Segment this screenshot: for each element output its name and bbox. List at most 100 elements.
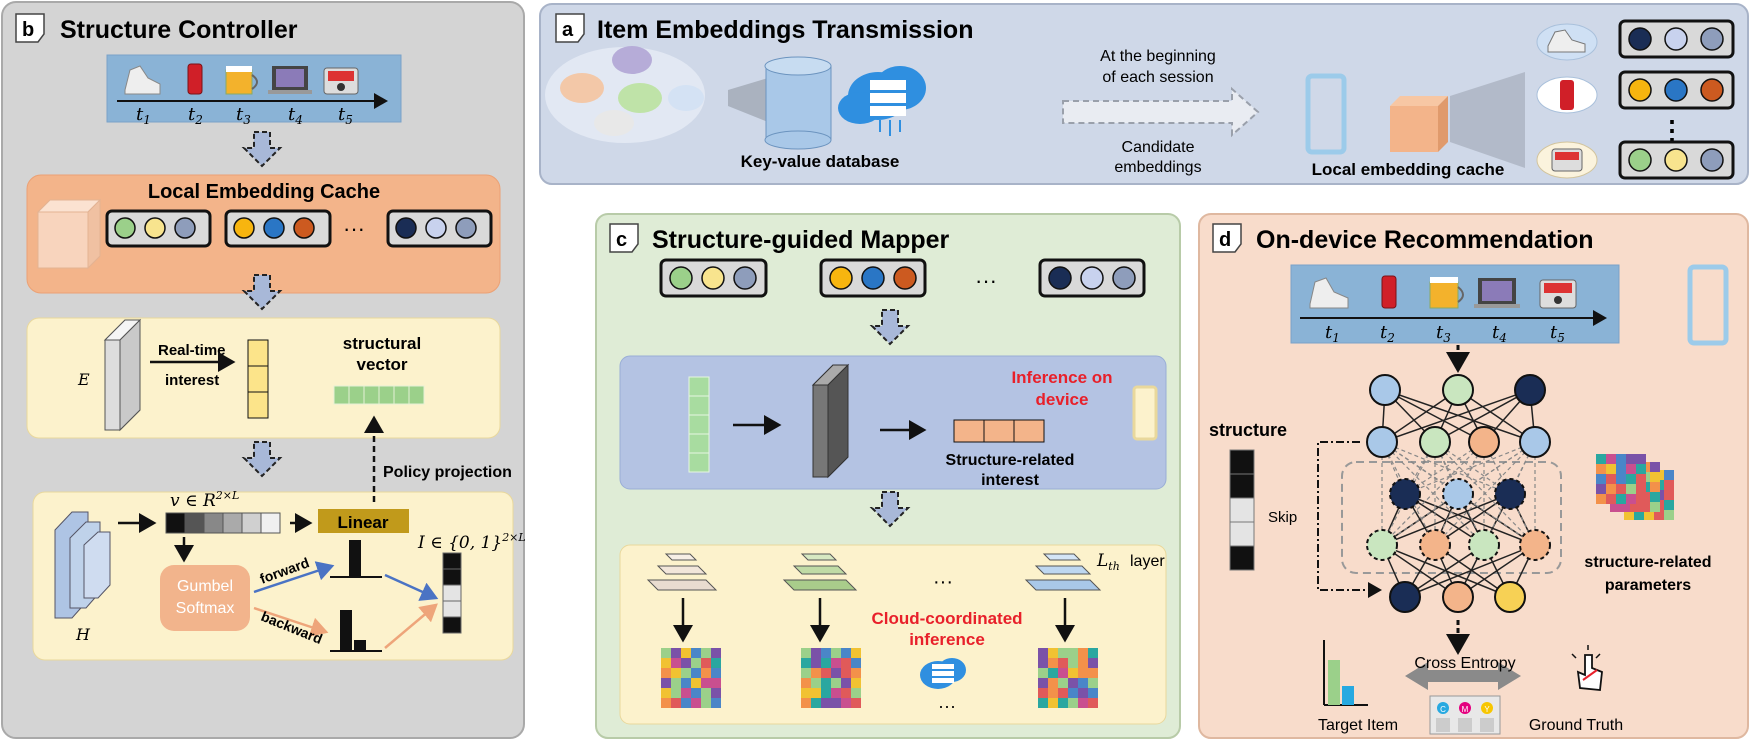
srp-label2: parameters	[1605, 577, 1691, 594]
embedding-c2	[819, 258, 927, 298]
item-can-icon	[187, 63, 203, 95]
srp-label1: structure-related	[1584, 554, 1711, 571]
layer-stack-2	[782, 553, 858, 591]
structural-vector	[333, 385, 425, 405]
local-cache-label: Local embedding cache	[1312, 160, 1505, 179]
cloud-layers-box: ··· Lth layer Cloud-coordinated inferenc…	[619, 544, 1167, 725]
param-mosaic-L	[1038, 648, 1098, 708]
param-mosaic-1	[661, 648, 721, 708]
ground-truth-label: Ground Truth	[1529, 717, 1623, 734]
vector-label: vector	[356, 355, 407, 374]
d-t2-label: t2	[1380, 322, 1395, 345]
panel-b-letter: b	[22, 19, 34, 41]
phone-icon-a	[1305, 73, 1347, 155]
beginning-label2: of each session	[1102, 69, 1213, 86]
structural-label: structural	[343, 334, 421, 353]
panel-b-title: Structure Controller	[60, 16, 298, 44]
param-layer-front	[1596, 454, 1646, 504]
skip-connection	[1317, 441, 1382, 598]
embedding-a2	[1618, 70, 1735, 110]
beginning-label1: At the beginning	[1100, 48, 1216, 65]
item-beer-icon	[225, 66, 258, 95]
gumbel-label1: Gumbel	[177, 578, 233, 595]
layers-ellipsis: ···	[933, 571, 953, 593]
policy-label: Policy projection	[383, 464, 512, 481]
forward-arrow	[253, 561, 335, 594]
v-label: v ∈ R2×L	[170, 489, 239, 511]
sri-label1: Structure-related	[946, 452, 1075, 469]
inference-label2: device	[1036, 390, 1089, 409]
embedding-b2	[224, 209, 332, 248]
interest-label: interest	[165, 372, 219, 389]
cmy-y: Y	[1484, 705, 1490, 714]
I-label: I ∈ {0, 1}2×L	[417, 531, 526, 553]
network-node	[1442, 581, 1474, 613]
cloud-coord-label1: Cloud-coordinated	[871, 609, 1022, 628]
cloud-coord-label2: inference	[909, 630, 985, 649]
layer-label: layer	[1130, 553, 1165, 570]
d-t1-label: t1	[1325, 322, 1340, 345]
timeline-b: t1 t2 t3 t4 t5	[106, 54, 402, 127]
sri-label2: interest	[981, 472, 1039, 489]
structure-label: structure	[1209, 420, 1287, 440]
panel-a-title: Item Embeddings Transmission	[597, 16, 973, 44]
cloud-server-icon	[838, 66, 926, 136]
network-edge	[1404, 544, 1536, 598]
network-node	[1389, 581, 1421, 613]
inference-box: Inference on device Structure-related in…	[619, 355, 1167, 490]
database-icon	[764, 56, 832, 150]
network-node	[1519, 426, 1551, 458]
network-node	[1468, 426, 1500, 458]
network-node	[1519, 529, 1551, 561]
d-t4-label: t4	[1492, 322, 1507, 345]
linear-box	[318, 509, 409, 533]
network-node	[1366, 426, 1398, 458]
candidate-label1: Candidate	[1122, 139, 1195, 156]
backward-to-I	[384, 603, 438, 649]
inference-label1: Inference on	[1011, 368, 1112, 387]
skip-label: Skip	[1268, 509, 1297, 526]
backward-hist	[330, 610, 382, 652]
cmy-c: C	[1440, 705, 1446, 714]
click-hand-icon	[1571, 645, 1603, 691]
gumbel-softmax-box	[160, 565, 250, 631]
network-node	[1419, 426, 1451, 458]
cloud-ellipsis: ···	[938, 696, 956, 716]
kv-label: Key-value database	[741, 152, 900, 171]
Lth-label: Lth	[1096, 551, 1120, 573]
panel-c-letter: c	[616, 229, 627, 251]
item-shoe-icon-d	[1309, 277, 1349, 309]
cross-entropy-arrow	[1405, 662, 1521, 690]
panel-c-title: Structure-guided Mapper	[652, 226, 950, 254]
t1-label: t1	[136, 104, 151, 127]
realtime-interest-box: E Real-time interest structural vector	[26, 317, 501, 439]
t4-label: t4	[288, 104, 303, 127]
phone-icon-c	[1132, 385, 1158, 441]
network-edge	[1381, 441, 1511, 495]
panel-b-tag: b	[15, 13, 45, 43]
d-t3-label: t3	[1436, 322, 1451, 345]
embedding-b3	[386, 209, 493, 248]
cloud-camera	[1536, 141, 1598, 179]
network-edge	[1434, 441, 1536, 546]
encoder-E-icon	[103, 318, 142, 432]
output-vector	[953, 419, 1045, 443]
forward-hist	[330, 540, 382, 578]
cloud-icon-c	[920, 658, 966, 689]
network-node	[1468, 529, 1500, 561]
item-camera-icon-d	[1539, 279, 1577, 309]
item-shoe-icon	[124, 65, 161, 95]
t5-label: t5	[338, 104, 353, 127]
cloud-can	[1536, 76, 1598, 114]
backward-arrow	[253, 606, 329, 637]
panel-d-letter: d	[1219, 229, 1231, 251]
phone-icon-d	[1687, 264, 1729, 346]
cloud-shoe	[1536, 23, 1598, 61]
cache-cube-a	[1390, 96, 1448, 152]
panel-a-tag: a	[555, 13, 585, 43]
network-edge	[1381, 389, 1531, 443]
forward-to-I	[384, 573, 439, 601]
realtime-label: Real-time	[158, 342, 226, 359]
gumbel-box: Policy projection H v ∈ R2×L Linear	[32, 415, 526, 661]
structure-vector	[1229, 449, 1255, 571]
